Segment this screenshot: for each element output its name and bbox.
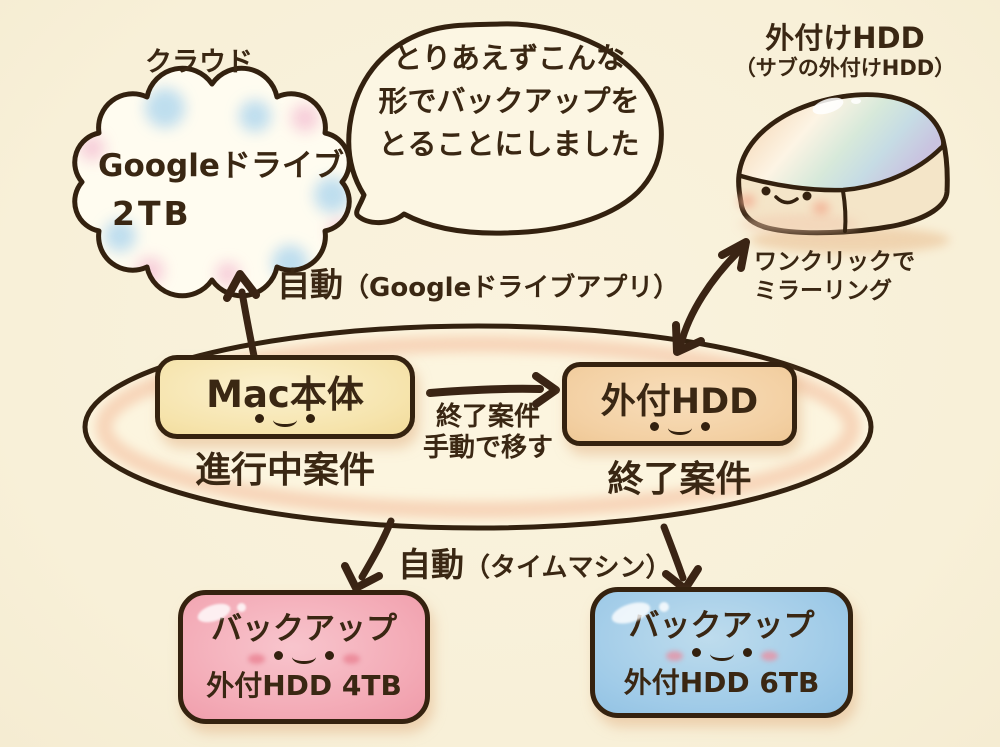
auto-timemachine-label: 自動 （タイムマシン） — [398, 538, 671, 586]
face-eye — [700, 422, 710, 431]
auto-gdrive-label: 自動 （Googleドライブアプリ） — [277, 258, 679, 306]
backup-4tb-caption: 外付HDD 4TB — [206, 669, 402, 702]
cloud-storage-name: Googleドライブ — [98, 148, 344, 184]
auto-timemachine-paren: （タイムマシン） — [464, 553, 672, 583]
hdd-device-face — [739, 186, 829, 214]
backup-6tb-label: バックアップ — [628, 608, 815, 644]
arrow-to-cloud — [223, 270, 260, 360]
mirroring-note: ワンクリックで ミラーリング — [754, 248, 915, 306]
shine-highlight — [659, 602, 669, 612]
hdd-node: 外付HDD — [562, 362, 797, 446]
mac-face — [255, 412, 315, 427]
bubble-line-1: とりあえずこんな — [392, 41, 625, 75]
face-smile — [709, 646, 734, 661]
face-eye — [691, 648, 701, 657]
arrow-to-pink-backup — [341, 517, 395, 592]
face-eye — [274, 651, 283, 660]
bubble-line-3: とることにしました — [378, 127, 640, 161]
external-hdd-illustration — [736, 92, 950, 254]
backup-6tb-face — [665, 646, 778, 661]
face-eye — [325, 651, 334, 660]
cloud-label: クラウド — [145, 47, 253, 78]
mac-node-label: Mac本体 — [206, 373, 364, 416]
bubble-line-2: 形でバックアップを — [378, 84, 640, 118]
face-eye — [649, 422, 659, 431]
speech-bubble-shape — [346, 21, 664, 236]
face-eye — [306, 414, 315, 423]
face-blush — [343, 654, 360, 664]
face-eye — [255, 414, 264, 423]
external-hdd-title: 外付けHDD — [765, 21, 925, 55]
hdd-face — [649, 420, 710, 435]
backup-hdd-6tb-node: バックアップ 外付HDD 6TB — [590, 587, 853, 718]
speech-bubble-text: とりあえずこんな 形でバックアップを とることにしました — [378, 37, 640, 166]
hdd-caption: 終了案件 — [607, 459, 752, 500]
shine-highlight — [237, 603, 246, 612]
hdd-node-label: 外付HDD — [600, 382, 759, 422]
auto-gdrive-main: 自動 — [277, 265, 343, 304]
arrow-mirror-double — [672, 238, 750, 356]
mac-node: Mac本体 — [155, 355, 415, 439]
external-hdd-subtitle: （サブの外付けHDD） — [734, 56, 956, 80]
mirroring-note-line-1: ワンクリックで — [754, 249, 915, 275]
backup-4tb-label: バックアップ — [211, 611, 397, 647]
face-smile — [667, 420, 692, 435]
transfer-note-line-1: 終了案件 — [435, 402, 540, 432]
cloud-capacity: 2TB — [112, 194, 192, 233]
backup-6tb-caption: 外付HDD 6TB — [623, 666, 820, 699]
face-blush — [248, 654, 265, 664]
auto-gdrive-paren: （Googleドライブアプリ） — [343, 273, 680, 303]
backup-4tb-face — [248, 649, 360, 664]
transfer-note-line-2: 手動で移す — [422, 433, 553, 463]
mac-caption: 進行中案件 — [194, 450, 375, 491]
face-smile — [292, 649, 316, 664]
manual-transfer-note: 終了案件 手動で移す — [418, 402, 558, 464]
arrow-mac-to-hdd — [426, 372, 560, 408]
face-smile — [273, 412, 297, 427]
mirroring-note-line-2: ミラーリング — [754, 278, 892, 304]
auto-timemachine-main: 自動 — [398, 545, 464, 584]
backup-hdd-4tb-node: バックアップ 外付HDD 4TB — [178, 590, 430, 724]
face-blush — [760, 651, 778, 661]
face-eye — [742, 648, 752, 657]
face-blush — [665, 651, 683, 661]
